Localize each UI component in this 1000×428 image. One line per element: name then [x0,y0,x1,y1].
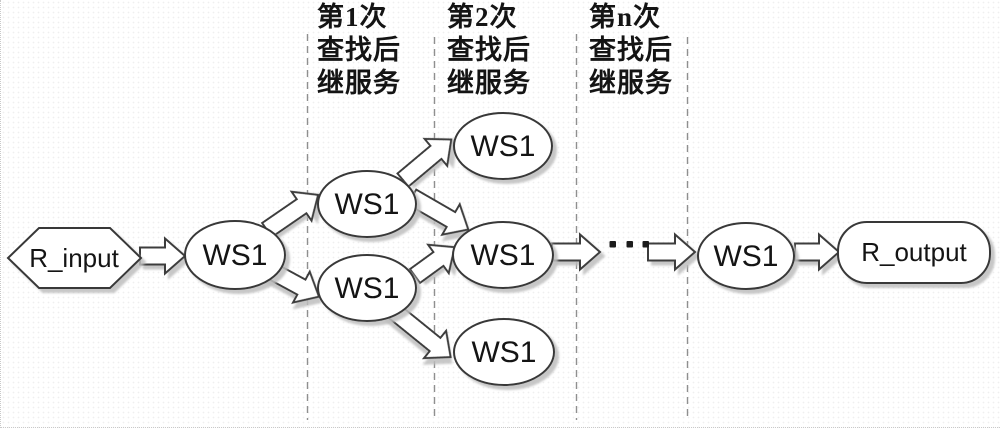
ellipsis-dots [609,241,649,248]
hop1-top-label: WS1 [334,188,399,221]
arrow-hop1bottom-to-hop2middle [408,243,456,285]
ellipsis-dot [609,241,616,248]
arrow-input-to-root [139,236,187,276]
column-label-step-2: 第2次 查找后 继服务 [447,2,531,98]
hopn-ellipse [697,222,795,290]
arrow-root-to-hop1-top [260,190,320,239]
hop2-top-ellipse [453,112,553,180]
flow-nodes: R_input WS1 WS1 WS1 WS1 WS1 WS1 WS1 R_ou… [6,112,991,386]
hop1-bottom-ellipse [317,254,417,322]
ellipsis-dot [626,241,633,248]
ws-root-ellipse [184,220,286,290]
hopn-label: WS1 [713,240,778,273]
arrow-ellipsis-to-hopn [647,232,697,272]
hop1-top-ellipse [317,170,417,238]
input-hexagon [6,227,143,289]
ellipsis-dot [642,241,649,248]
step-separators [306,34,689,420]
hop2-bottom-ellipse [453,318,555,386]
arrow-hopn-to-output [794,232,841,272]
output-label: R_output [861,237,967,267]
hop1-bottom-label: WS1 [334,272,399,305]
hop2-middle-label: WS1 [470,239,535,272]
arrow-hop2middle-to-ellipsis [551,232,602,272]
column-label-step-n: 第n次 查找后 继服务 [589,2,673,98]
hop2-middle-ellipse [452,221,554,289]
hop2-bottom-label: WS1 [471,336,536,369]
arrow-hop1top-to-hop2top [396,137,453,188]
hop2-top-label: WS1 [470,130,535,163]
ws-root-label: WS1 [202,239,267,272]
flow-arrows [139,137,841,360]
arrow-hop1bottom-to-hop2bottom [383,299,452,360]
column-label-step-1: 第1次 查找后 继服务 [317,2,401,98]
output-rounded-rect [837,221,991,284]
input-label: R_input [29,243,119,273]
